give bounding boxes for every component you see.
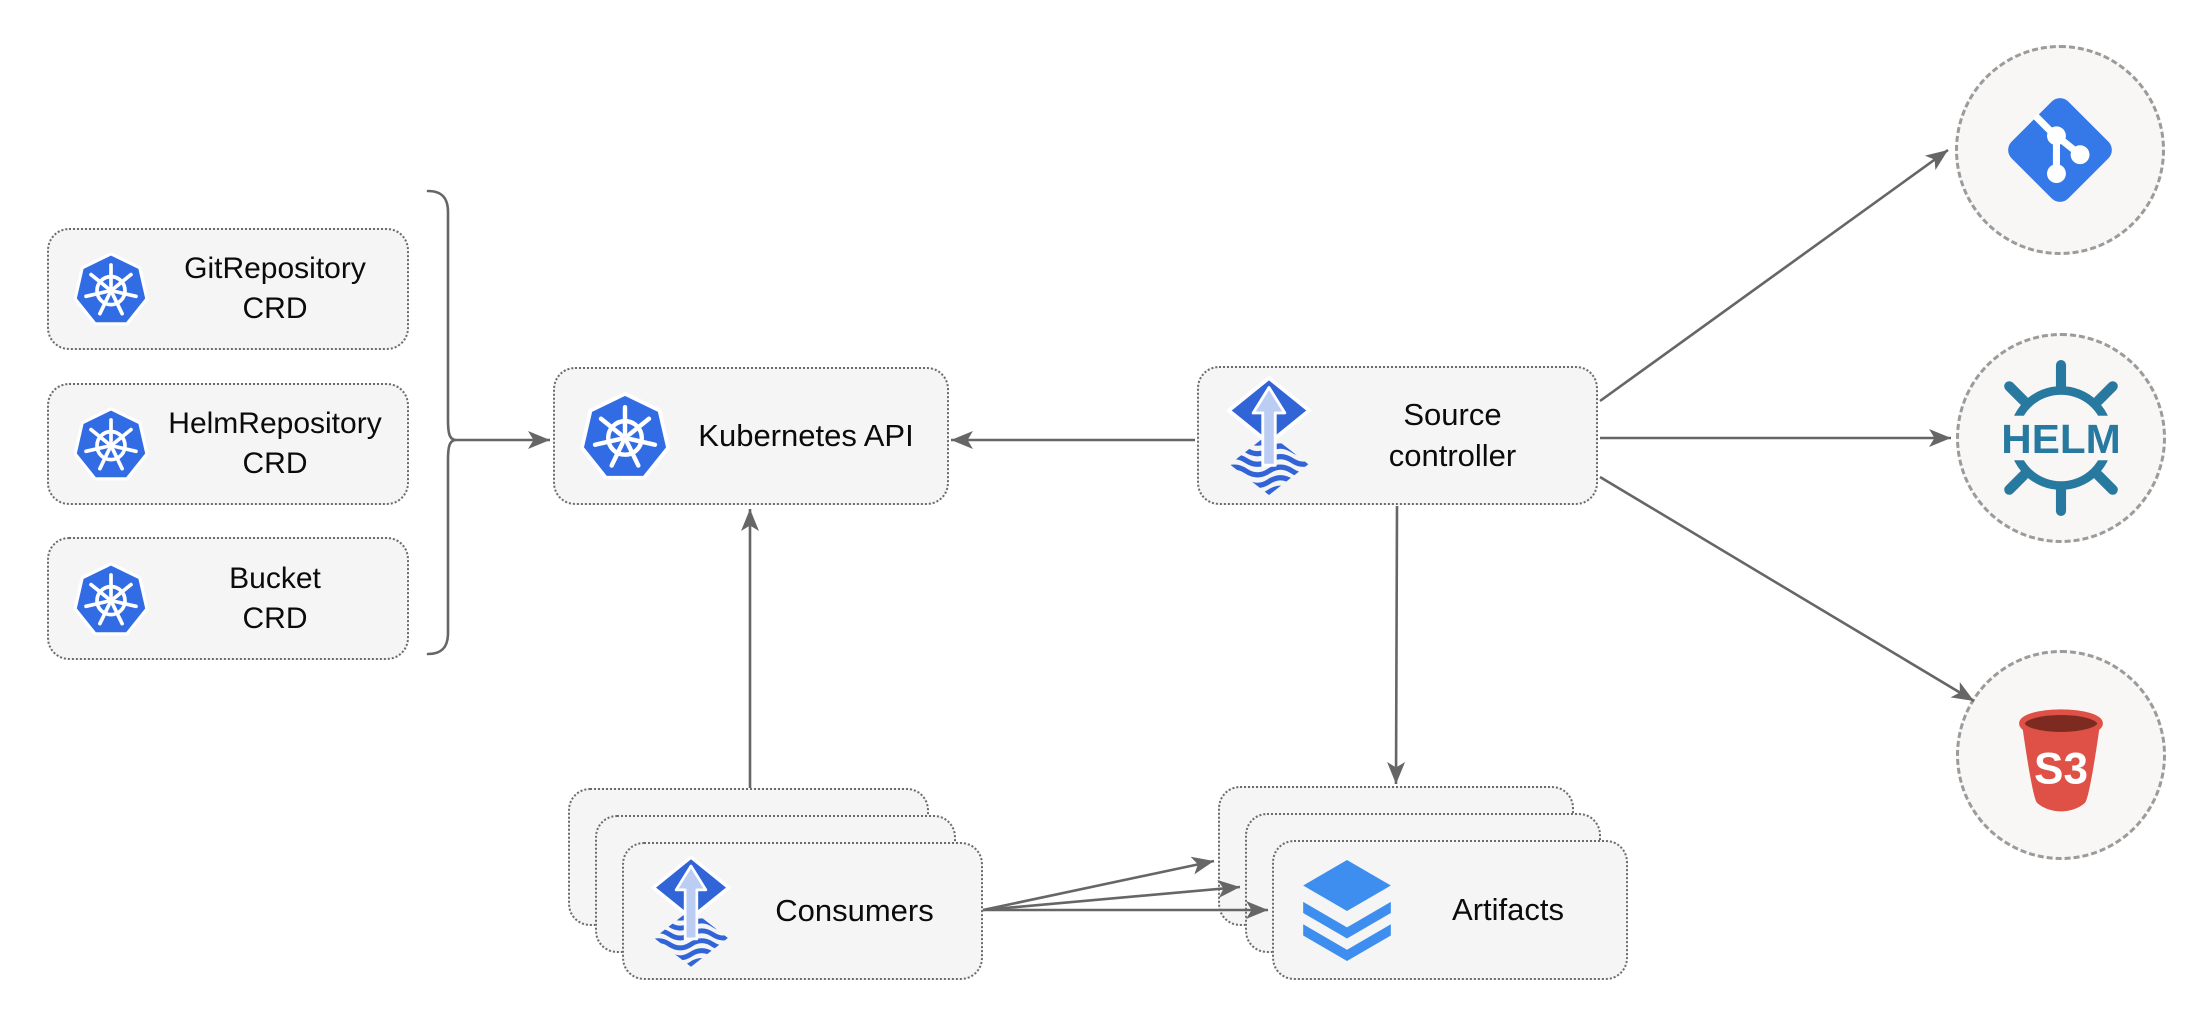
node-label: Source controller — [1388, 396, 1517, 473]
s3-icon: S3 — [2019, 709, 2103, 812]
helm-text-band — [1982, 415, 2140, 461]
node-label: GitRepository CRD — [184, 252, 366, 325]
node-gitrepository-crd: GitRepository CRD — [47, 228, 409, 350]
node-label: Artifacts — [1452, 891, 1564, 927]
node-bucket-crd: Bucket CRD — [47, 537, 409, 660]
layers-icon — [1296, 857, 1398, 963]
node-label: Bucket CRD — [229, 561, 321, 635]
node-consumers: Consumers — [622, 842, 983, 980]
node-label: Kubernetes API — [698, 417, 914, 453]
helm-icon: HELM — [1982, 360, 2140, 516]
node-label: Consumers — [775, 892, 934, 928]
arrow-source-controller-to-s3 — [1599, 475, 1975, 703]
s3-logo-text: S3 — [2034, 744, 2088, 793]
kubernetes-icon — [71, 249, 151, 329]
flux-icon — [1221, 376, 1317, 495]
node-artifacts: Artifacts — [1272, 840, 1628, 980]
node-s3-source: S3 — [1956, 650, 2166, 860]
flux-icon — [646, 855, 736, 967]
arrow-source-controller-to-git — [1599, 148, 1949, 403]
s3-bucket-rim — [2019, 709, 2103, 738]
node-source-controller: Source controller — [1197, 366, 1598, 505]
kubernetes-icon — [71, 559, 151, 639]
arrow-consumers-to-artifacts-back — [982, 856, 1215, 912]
kubernetes-icon — [71, 404, 151, 484]
arrow-consumers-to-artifacts-middle — [982, 879, 1241, 912]
node-helmrepository-crd: HelmRepository CRD — [47, 383, 409, 505]
node-git-source — [1955, 45, 2165, 255]
node-label: HelmRepository CRD — [168, 407, 382, 480]
kubernetes-icon — [577, 388, 673, 484]
node-helm-source: HELM — [1956, 333, 2166, 543]
s3-bucket-body — [2021, 723, 2101, 812]
node-kubernetes-api: Kubernetes API — [553, 367, 949, 505]
arrow-source-controller-to-artifacts — [1387, 505, 1406, 785]
crd-group-brace — [426, 189, 457, 656]
git-icon — [2001, 91, 2119, 209]
helm-logo-text: HELM — [2001, 416, 2120, 462]
